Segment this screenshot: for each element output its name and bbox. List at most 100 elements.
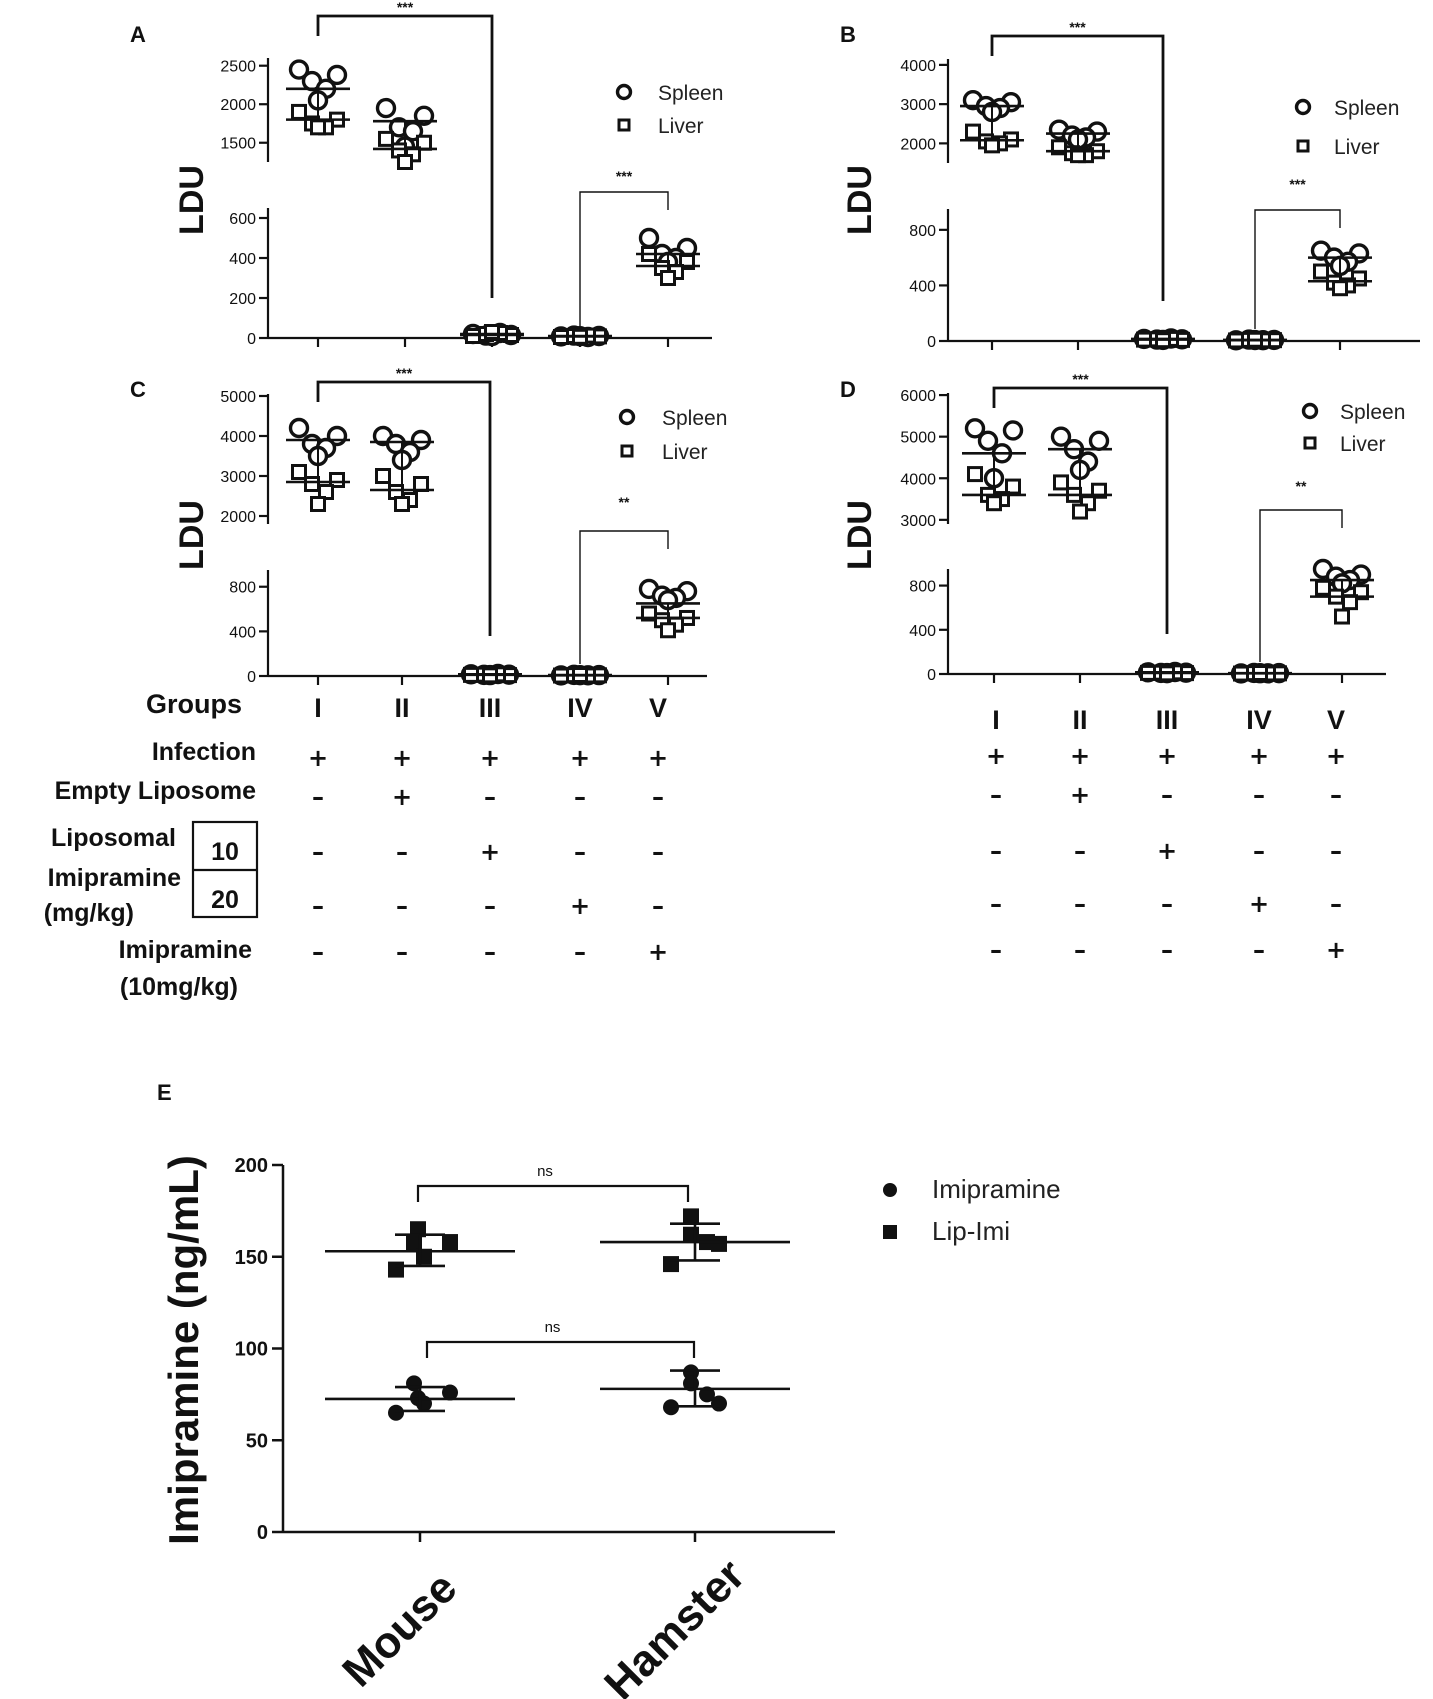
panel-label: D	[840, 377, 856, 402]
legend-spleen-label: Spleen	[658, 82, 723, 105]
y-tick-label: 2500	[220, 59, 256, 76]
groups-title: Groups	[146, 689, 242, 719]
group-roman-label: III	[479, 693, 502, 723]
dose-10-label: 10	[211, 838, 239, 866]
panel-label: A	[130, 22, 146, 47]
cell-plus: +	[1157, 742, 1177, 770]
row-label-imipramine-free: Imipramine	[119, 936, 252, 964]
imipramine-point	[388, 1404, 404, 1421]
cell-minus: –	[1161, 890, 1173, 918]
cell-minus: –	[1161, 781, 1173, 809]
cell-minus: –	[652, 892, 664, 920]
ns-label: ns	[537, 1163, 553, 1180]
cell-plus: +	[648, 744, 668, 772]
lip-imi-point	[442, 1234, 458, 1251]
liver-point	[1313, 263, 1329, 280]
legend-spleen-label: Spleen	[662, 407, 727, 430]
lip-imi-point	[410, 1221, 426, 1238]
cell-minus: –	[484, 892, 496, 920]
cell-minus: –	[1161, 936, 1173, 964]
liver-point	[310, 496, 326, 512]
y-axis-label: Imipramine (ng/mL)	[160, 1155, 207, 1545]
row-label-empty-liposome: Empty Liposome	[55, 777, 257, 805]
significance-label: ***	[616, 168, 633, 184]
y-tick-label: 3000	[900, 513, 936, 530]
panel-a: A1500200025000200400600LDU******SpleenLi…	[130, 0, 723, 348]
y-tick-label: 0	[247, 331, 256, 348]
cell-plus: +	[648, 938, 668, 966]
y-tick-label: 400	[909, 278, 936, 295]
cell-plus: +	[1249, 890, 1269, 918]
cell-minus: –	[396, 838, 408, 866]
legend-liver-label: Liver	[658, 115, 704, 138]
lip-imi-point	[683, 1208, 699, 1225]
y-tick-label: 5000	[900, 430, 936, 447]
imipramine-point	[699, 1386, 715, 1403]
legend-imipramine-marker	[883, 1183, 897, 1197]
cell-minus: –	[1330, 837, 1342, 865]
liver-point	[1005, 478, 1021, 495]
y-tick-label: 3000	[220, 469, 256, 486]
imipramine-point	[711, 1395, 727, 1412]
legend-spleen-marker	[1301, 402, 1319, 420]
legend-liver-marker	[617, 118, 631, 132]
y-tick-label: 0	[247, 669, 256, 686]
significance-label: ***	[1289, 176, 1306, 192]
spleen-point	[1050, 426, 1072, 447]
row-label-10mgkg: (10mg/kg)	[120, 973, 238, 1001]
legend-liver-marker	[1296, 139, 1310, 153]
panel-d: D30004000500060000400800LDU*****SpleenLi…	[840, 371, 1405, 684]
cell-plus: +	[570, 892, 590, 920]
spleen-point	[1002, 420, 1024, 441]
ns-bracket	[425, 1340, 696, 1358]
significance-bracket	[992, 386, 1169, 634]
cell-plus: +	[570, 744, 590, 772]
liver-point	[965, 123, 981, 140]
cell-minus: –	[990, 781, 1002, 809]
liver-point	[1072, 503, 1088, 520]
cell-minus: –	[1253, 781, 1265, 809]
cell-minus: –	[990, 936, 1002, 964]
cell-minus: –	[1074, 837, 1086, 865]
spleen-point	[288, 417, 310, 439]
y-tick-label: 2000	[220, 97, 256, 114]
y-tick-label: 400	[909, 623, 936, 640]
cell-plus: +	[480, 838, 500, 866]
cell-minus: –	[1253, 837, 1265, 865]
ns-bracket	[416, 1184, 690, 1202]
cell-minus: –	[312, 783, 324, 811]
legend-spleen-marker	[1294, 98, 1312, 116]
liver-point	[291, 464, 307, 480]
y-tick-label: 200	[235, 1155, 268, 1177]
y-tick-label: 1500	[220, 136, 256, 153]
imipramine-point	[442, 1384, 458, 1401]
significance-bracket	[579, 530, 669, 664]
cell-minus: –	[990, 890, 1002, 918]
significance-label: **	[619, 494, 630, 510]
lip-imi-point	[711, 1235, 727, 1252]
cell-plus: +	[1326, 936, 1346, 964]
legend-liver-marker	[620, 444, 634, 458]
row-label-liposomal: Liposomal	[51, 824, 176, 852]
cell-minus: –	[312, 838, 324, 866]
y-axis-label: LDU	[841, 500, 879, 570]
ns-label: ns	[545, 1319, 561, 1336]
group-roman-label: V	[1327, 705, 1345, 735]
y-tick-label: 4000	[900, 58, 936, 75]
y-axis-label: LDU	[841, 165, 879, 235]
y-tick-label: 0	[257, 1522, 268, 1544]
cell-plus: +	[1249, 742, 1269, 770]
y-tick-label: 6000	[900, 388, 936, 405]
cell-minus: –	[396, 938, 408, 966]
cell-minus: –	[484, 783, 496, 811]
significance-label: ***	[396, 365, 413, 381]
spleen-point	[638, 227, 660, 249]
legend-lip-imi-marker	[883, 1225, 897, 1239]
significance-bracket	[990, 34, 1165, 301]
liver-point	[375, 468, 391, 484]
cell-minus: –	[652, 783, 664, 811]
